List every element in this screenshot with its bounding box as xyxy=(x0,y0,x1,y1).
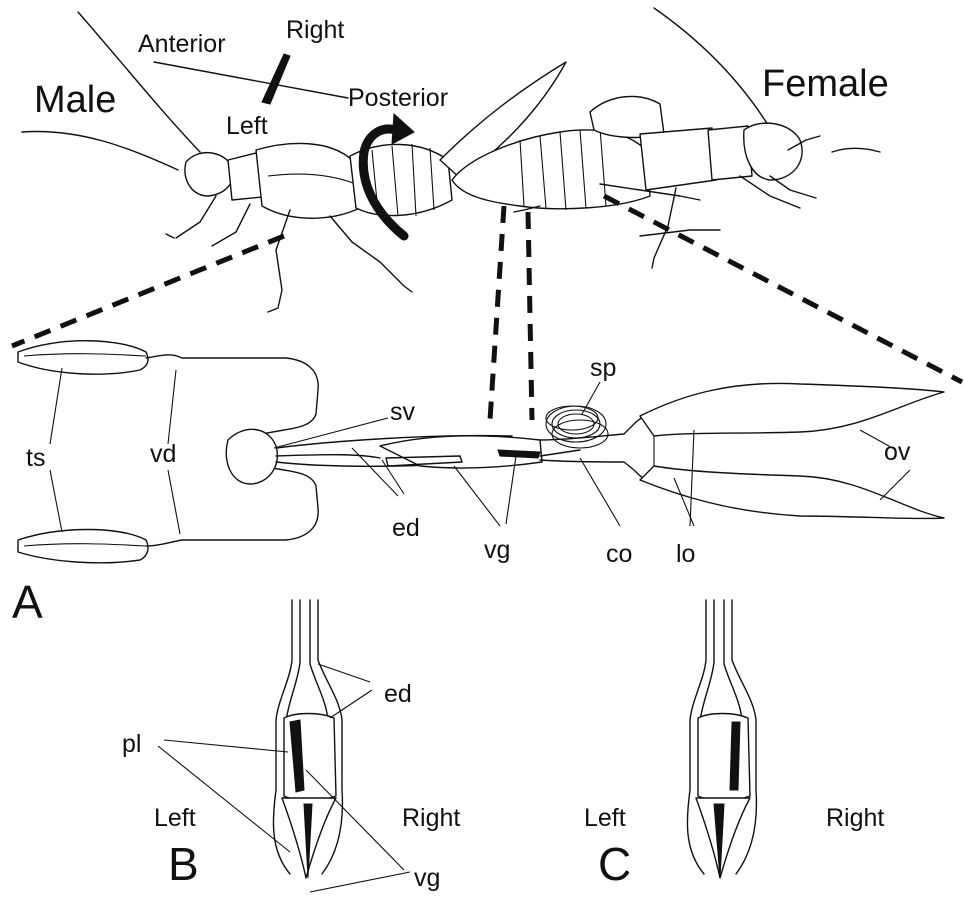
seminal-vesicle xyxy=(226,429,277,484)
label-vd: vd xyxy=(150,440,176,468)
panel-c-left: Left xyxy=(584,804,626,832)
panel-a-letter: A xyxy=(12,576,43,628)
testis-lower xyxy=(18,530,148,563)
panel-c-right: Right xyxy=(826,804,884,832)
testis-upper xyxy=(18,341,148,374)
label-ed-a: ed xyxy=(392,514,420,542)
label-ov: ov xyxy=(884,438,911,466)
orientation-posterior: Posterior xyxy=(348,84,448,112)
panel-c-diagram xyxy=(687,600,756,878)
label-vg-a: vg xyxy=(484,536,510,564)
label-lo: lo xyxy=(676,540,695,568)
orientation-indicator xyxy=(154,54,348,104)
panel-b-letter: B xyxy=(168,838,199,890)
label-vg-b: vg xyxy=(414,864,440,892)
spermatheca xyxy=(546,406,608,448)
label-co: co xyxy=(606,540,632,568)
label-sp: sp xyxy=(590,354,616,382)
orientation-anterior: Anterior xyxy=(138,30,226,58)
panel-b-right: Right xyxy=(402,804,460,832)
panel-b-diagram xyxy=(273,600,342,878)
panel-b-left: Left xyxy=(154,804,196,832)
orientation-left: Left xyxy=(226,112,268,140)
panel-c-letter: C xyxy=(598,838,631,890)
orientation-right: Right xyxy=(286,16,344,44)
label-pl: pl xyxy=(122,730,141,758)
label-ed-b: ed xyxy=(384,680,412,708)
female-label: Female xyxy=(762,63,889,105)
label-sv: sv xyxy=(390,398,416,426)
label-ts: ts xyxy=(26,444,45,472)
male-label: Male xyxy=(34,79,116,121)
ovary-lower xyxy=(640,466,944,519)
ovary-upper xyxy=(640,383,944,436)
